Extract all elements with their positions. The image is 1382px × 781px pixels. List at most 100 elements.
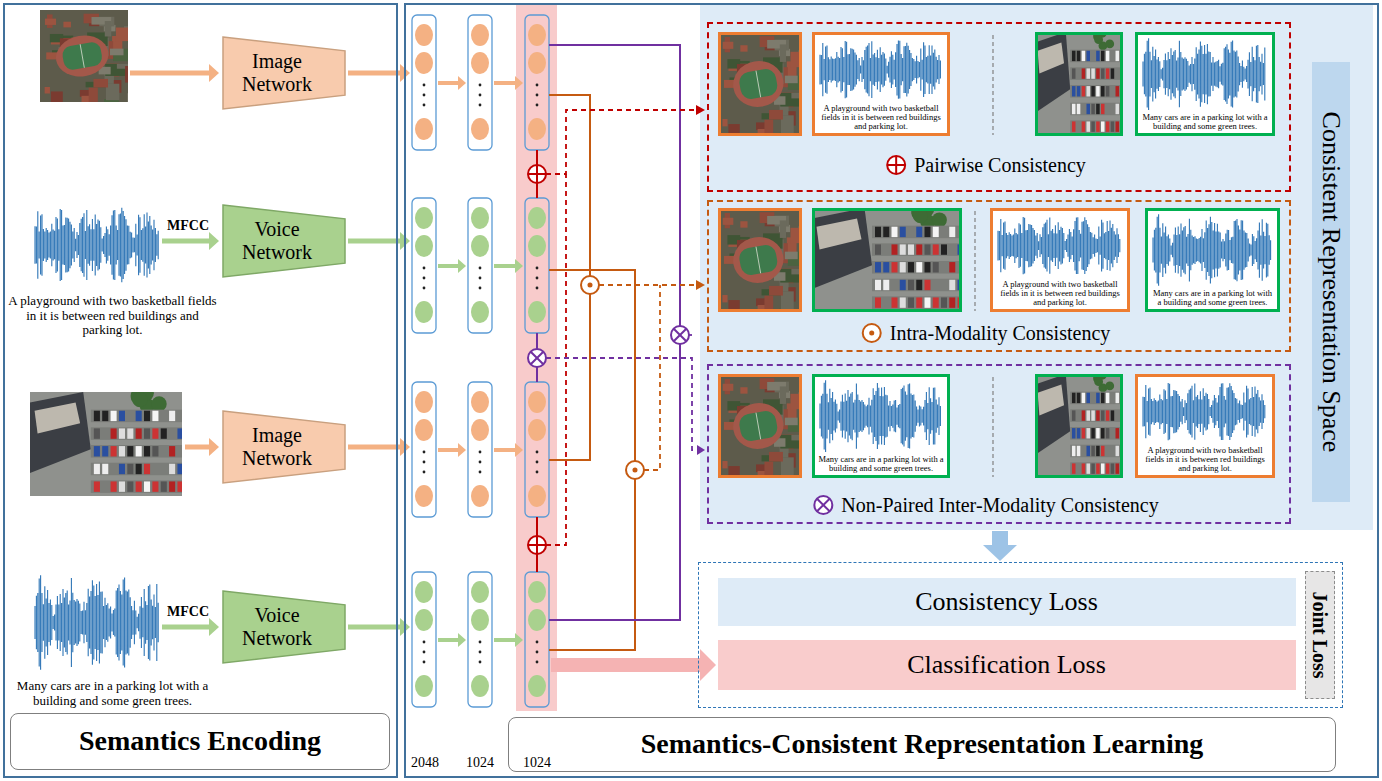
- car: [127, 464, 133, 474]
- image-frame: [720, 376, 801, 477]
- label-frame: 1024: [512, 752, 562, 774]
- feature-unit: [471, 52, 489, 74]
- car: [875, 297, 881, 307]
- car: [111, 411, 117, 421]
- parking-lane: [1070, 462, 1123, 474]
- ellipsis-dot: [479, 641, 482, 644]
- car: [875, 262, 881, 272]
- ellipsis-dot: [423, 94, 426, 97]
- parking-lane: [1070, 445, 1123, 457]
- consistency-group: Non-Paired Inter-Modality ConsistencyMan…: [707, 364, 1291, 524]
- odot-symbol: [863, 324, 881, 342]
- feature-vector: [412, 572, 436, 707]
- ellipsis-dot: [536, 661, 539, 664]
- parking-lane: [1070, 67, 1123, 79]
- car: [119, 446, 125, 456]
- arrow: [438, 81, 458, 85]
- joint-loss-group: Joint LossConsistency LossClassification…: [698, 562, 1343, 708]
- playing-field: [738, 409, 779, 442]
- tree: [132, 392, 147, 407]
- arrow: [348, 71, 400, 76]
- voice-thumbnail: A playground with two basketball fields …: [990, 208, 1130, 312]
- car: [169, 481, 175, 491]
- network-block: Image Network: [222, 36, 346, 110]
- car: [1116, 86, 1120, 96]
- node-text: Image Network: [227, 424, 327, 470]
- car: [127, 446, 133, 456]
- arrow: [438, 638, 458, 642]
- symbol-ring: [814, 496, 832, 514]
- image-patch: [722, 461, 727, 468]
- node-text: Semantics Encoding: [79, 725, 321, 757]
- car: [1096, 463, 1100, 473]
- playing-field: [738, 243, 779, 276]
- label-frame: 2048: [400, 752, 450, 774]
- feature-unit: [528, 609, 546, 631]
- image-frame: [1037, 376, 1122, 477]
- car: [1091, 121, 1095, 131]
- thumbnail-caption: A playground with two basketball fields …: [817, 104, 945, 131]
- car: [1116, 428, 1120, 438]
- parking-lane: [91, 410, 182, 422]
- car: [1101, 428, 1105, 438]
- car: [1086, 86, 1090, 96]
- ellipsis-dot: [479, 84, 482, 87]
- car: [900, 227, 906, 237]
- thumbnail-ground: [1135, 374, 1275, 478]
- car: [925, 297, 931, 307]
- separator: [992, 377, 993, 477]
- ellipsis-dot: [479, 104, 482, 107]
- car: [883, 227, 889, 237]
- thumbnail-caption: Many cars are in a parking lot with a bu…: [1140, 113, 1270, 131]
- network-block: Image Network: [222, 410, 346, 484]
- text-frame: Semantics-Consistent Representation Lear…: [508, 717, 1336, 772]
- feature-unit: [471, 609, 489, 631]
- car: [1077, 86, 1081, 96]
- feature-unit: [415, 301, 433, 323]
- car: [1077, 446, 1081, 456]
- image-patch: [780, 44, 786, 62]
- ellipsis-dot: [536, 461, 539, 464]
- car: [1082, 86, 1086, 96]
- car: [1072, 446, 1076, 456]
- track-ring: [53, 31, 112, 80]
- voice-waveform: [998, 217, 1120, 274]
- car: [883, 262, 889, 272]
- symbol-stroke: [531, 352, 544, 365]
- feature-unit: [415, 581, 433, 603]
- field-line: [756, 247, 761, 274]
- car: [1101, 51, 1105, 61]
- parking-lane: [872, 243, 962, 255]
- car: [1086, 463, 1090, 473]
- parking-lane: [1070, 103, 1123, 115]
- car: [892, 297, 898, 307]
- symbol-ring: [671, 326, 689, 344]
- feature-label: MFCC: [167, 604, 209, 620]
- symbol-ring: [528, 165, 546, 183]
- feature-unit: [528, 52, 546, 74]
- symbol-ring: [528, 349, 546, 367]
- car: [925, 227, 931, 237]
- car: [1101, 68, 1105, 78]
- arrow: [348, 239, 400, 244]
- ellipsis-dot: [423, 84, 426, 87]
- running-track: [730, 57, 788, 111]
- node-text: Voice Network: [227, 604, 327, 650]
- parking-lane: [1070, 392, 1123, 404]
- car: [94, 428, 100, 438]
- building: [1035, 32, 1070, 113]
- label-frame: 1024: [455, 752, 505, 774]
- connector-line: [549, 45, 680, 620]
- car: [144, 446, 150, 456]
- text-frame: Voice Network: [227, 208, 327, 274]
- car: [1106, 393, 1110, 403]
- car: [1096, 446, 1100, 456]
- tree: [1094, 377, 1103, 386]
- ellipsis-dot: [423, 641, 426, 644]
- node-text: Intra-Modality Consistency: [890, 322, 1111, 345]
- car: [119, 428, 125, 438]
- otimes-symbol: [814, 496, 832, 514]
- car: [1091, 104, 1095, 114]
- parking-lane: [91, 463, 182, 475]
- car: [900, 297, 906, 307]
